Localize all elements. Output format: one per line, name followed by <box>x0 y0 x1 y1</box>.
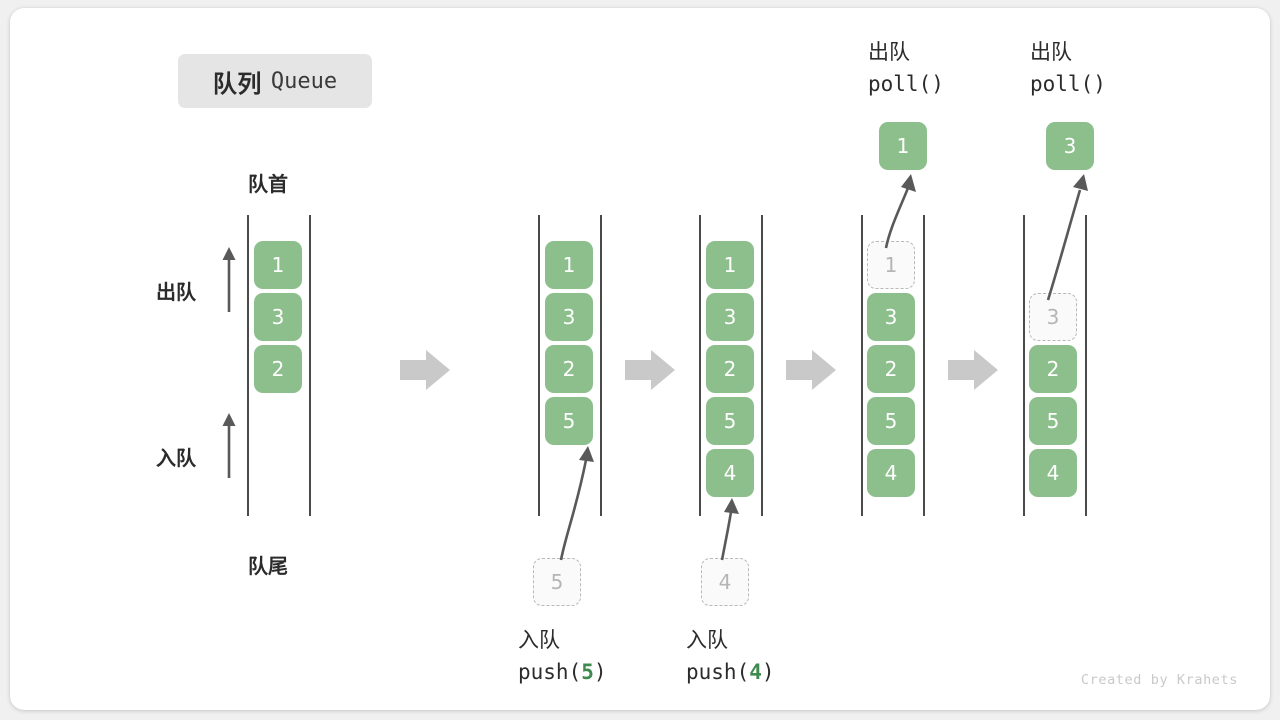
rail-left <box>699 215 701 516</box>
outgoing-ghost-cell: 3 <box>1029 293 1077 341</box>
dequeue-arrow-icon <box>884 174 916 249</box>
rail-right <box>761 215 763 516</box>
queue-cell: 5 <box>867 397 915 445</box>
arrow-up-icon <box>222 413 236 478</box>
queue-cell: 2 <box>706 345 754 393</box>
operation-code: poll() <box>868 72 944 96</box>
enqueue-arrow-icon <box>559 446 594 561</box>
enqueue-arrow-icon <box>720 498 739 561</box>
operation-label-push-5: 入队 push(5) <box>518 626 607 688</box>
rail-left <box>1023 215 1025 516</box>
queue-cell: 3 <box>706 293 754 341</box>
operation-name: 出队 <box>1030 41 1072 64</box>
rail-left <box>861 215 863 516</box>
queue-cell: 3 <box>254 293 302 341</box>
queue-cell: 2 <box>254 345 302 393</box>
arrow-right-block-icon <box>786 350 836 390</box>
dequeue-arrow-icon <box>1046 174 1088 301</box>
incoming-ghost-cell: 5 <box>533 558 581 606</box>
queue-cell: 3 <box>867 293 915 341</box>
rail-right <box>1085 215 1087 516</box>
operation-name: 入队 <box>518 629 560 652</box>
queue-cell: 4 <box>1029 449 1077 497</box>
outgoing-ghost-cell: 1 <box>867 241 915 289</box>
queue-cell: 5 <box>1029 397 1077 445</box>
rail-left <box>538 215 540 516</box>
operation-name: 入队 <box>686 629 728 652</box>
queue-cell: 1 <box>545 241 593 289</box>
outgoing-cell: 3 <box>1046 122 1094 170</box>
queue-cell: 1 <box>706 241 754 289</box>
rail-left <box>247 215 249 516</box>
incoming-ghost-cell: 4 <box>701 558 749 606</box>
outgoing-cell: 1 <box>879 122 927 170</box>
operation-code: push(4) <box>686 660 775 684</box>
queue-cell: 2 <box>545 345 593 393</box>
operation-code: poll() <box>1030 72 1106 96</box>
queue-cell: 5 <box>545 397 593 445</box>
rail-right <box>600 215 602 516</box>
arrow-right-block-icon <box>948 350 998 390</box>
arrow-right-block-icon <box>400 350 450 390</box>
title-en: Queue <box>270 68 338 94</box>
rail-right <box>923 215 925 516</box>
dequeue-direction-label: 出队 <box>156 282 196 304</box>
queue-cell: 1 <box>254 241 302 289</box>
queue-cell: 4 <box>867 449 915 497</box>
rail-right <box>309 215 311 516</box>
operation-code: push(5) <box>518 660 607 684</box>
queue-cell: 4 <box>706 449 754 497</box>
queue-cell: 3 <box>545 293 593 341</box>
queue-cell: 2 <box>867 345 915 393</box>
operation-label-poll-3: 出队 poll() <box>1030 38 1106 100</box>
queue-cell: 2 <box>1029 345 1077 393</box>
queue-tail-label: 队尾 <box>248 556 288 578</box>
queue-cell: 5 <box>706 397 754 445</box>
arrow-right-block-icon <box>625 350 675 390</box>
operation-name: 出队 <box>868 41 910 64</box>
queue-head-label: 队首 <box>248 174 288 196</box>
arrow-up-icon <box>222 247 236 312</box>
operation-label-poll-1: 出队 poll() <box>868 38 944 100</box>
enqueue-direction-label: 入队 <box>156 448 196 470</box>
watermark: Created by Krahets <box>1080 672 1238 688</box>
diagram-card: 队列 Queue 队首 队尾 出队 入队 1 3 2 <box>10 8 1270 710</box>
title-badge: 队列 Queue <box>178 54 372 108</box>
title-cn: 队列 <box>212 70 262 98</box>
operation-label-push-4: 入队 push(4) <box>686 626 775 688</box>
